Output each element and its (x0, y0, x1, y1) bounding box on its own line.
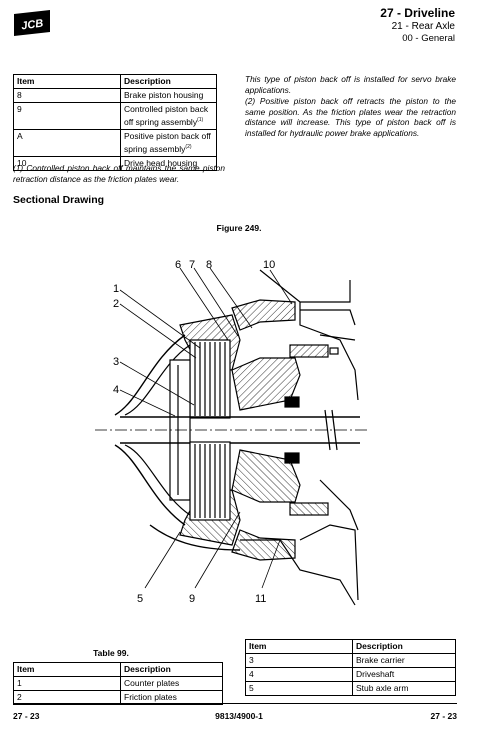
footnote-1: (1) Controlled piston back off maintains… (13, 163, 225, 184)
table-row: 2 Friction plates (13, 690, 223, 705)
jcb-logo: JCB (14, 10, 50, 36)
table-row: 9 Controlled piston back off spring asse… (13, 102, 217, 130)
table-row: 10 Drive head housing (13, 155, 217, 171)
figure-caption: Figure 249. (216, 223, 262, 233)
item-cell: 3 (245, 653, 353, 668)
header-cell: Item (13, 662, 121, 677)
table-row: 3 Brake carrier (245, 653, 456, 668)
section-heading: Sectional Drawing (13, 194, 105, 206)
header-cell: Description (352, 639, 456, 654)
callout-leaders (119, 267, 293, 589)
item-cell: 2 (13, 690, 121, 705)
description-cell: Counter plates (120, 676, 223, 691)
callout-9: 9 (189, 593, 195, 605)
item-cell: 4 (245, 667, 353, 682)
table-row: 5 Stub axle arm (245, 681, 456, 696)
item-table-right: Item Description 3 Brake carrier 4 Drive… (245, 639, 456, 696)
callout-5: 5 (137, 593, 143, 605)
item-table-top: Item Description 8 Brake piston housing … (13, 74, 217, 171)
table-header-row: Item Description (13, 662, 223, 677)
footer-doc-number: 9813/4900-1 (215, 711, 263, 721)
sectional-drawing: 1 2 3 4 5 6 7 8 10 9 11 (95, 259, 370, 606)
table-99: Item Description 1 Counter plates 2 Fric… (13, 662, 223, 705)
header-cell: Description (120, 662, 223, 677)
description-text: Brake piston housing (124, 90, 204, 100)
item-cell: 1 (13, 676, 121, 691)
callout-6: 6 (175, 259, 181, 271)
description-text: Drive head housing (124, 157, 198, 168)
right-note-2: (2) Positive piston back off retracts th… (245, 96, 456, 138)
header-cell: Description (120, 74, 217, 89)
description-cell: Controlled piston back off spring assemb… (120, 102, 217, 130)
item-cell: A (13, 128, 121, 157)
description-cell: Stub axle arm (352, 681, 456, 696)
section-title: 21 - Rear Axle (391, 21, 455, 32)
brake-carrier (231, 357, 301, 411)
description-text: Controlled piston back off spring assemb… (124, 104, 209, 127)
footer-rule (13, 703, 457, 704)
item-cell: 9 (13, 102, 121, 130)
drive-head-housing (231, 299, 296, 331)
footer-page-right: 27 - 23 (430, 711, 457, 721)
description-cell: Positive piston back off spring assembly… (120, 128, 217, 157)
table-row: 1 Counter plates (13, 676, 223, 691)
svg-text:JCB: JCB (21, 18, 45, 33)
description-text: Positive piston back off spring assembly (124, 130, 211, 154)
bolt-upper (289, 344, 329, 358)
callout-10: 10 (263, 259, 275, 271)
stub-axle-arm (114, 334, 186, 416)
table-row: 8 Brake piston housing (13, 88, 217, 103)
item-cell: 10 (13, 155, 121, 171)
callout-2: 2 (113, 298, 119, 310)
callout-11: 11 (255, 593, 266, 605)
callout-7: 7 (189, 259, 195, 271)
table-header-row: Item Description (245, 639, 456, 654)
footnote-ref: (1) (197, 117, 204, 123)
table-row: 4 Driveshaft (245, 667, 456, 682)
plate-stack-upper (189, 339, 231, 419)
footnote-ref: (2) (185, 143, 192, 150)
callout-1: 1 (113, 283, 119, 295)
callout-3: 3 (113, 356, 119, 368)
right-note-1: This type of piston back off is installe… (245, 74, 456, 95)
item-cell: 8 (13, 88, 121, 103)
item-cell: 5 (245, 681, 353, 696)
header-cell: Item (245, 639, 353, 654)
header-cell: Item (13, 74, 121, 89)
description-cell: Friction plates (120, 690, 223, 705)
callout-8: 8 (206, 259, 212, 271)
chapter-title: 27 - Driveline (380, 6, 455, 20)
table-99-caption: Table 99. (93, 648, 129, 658)
description-cell: Brake carrier (352, 653, 456, 668)
description-cell: Brake piston housing (120, 88, 217, 103)
description-cell: Drive head housing (120, 155, 217, 171)
table-row: A Positive piston back off spring assemb… (13, 128, 217, 157)
callout-4: 4 (113, 384, 119, 396)
description-cell: Driveshaft (352, 667, 456, 682)
seal-upper (284, 396, 300, 408)
subsection-title: 00 - General (402, 33, 455, 44)
table-header-row: Item Description (13, 74, 217, 89)
footer-page-left: 27 - 23 (13, 711, 40, 721)
